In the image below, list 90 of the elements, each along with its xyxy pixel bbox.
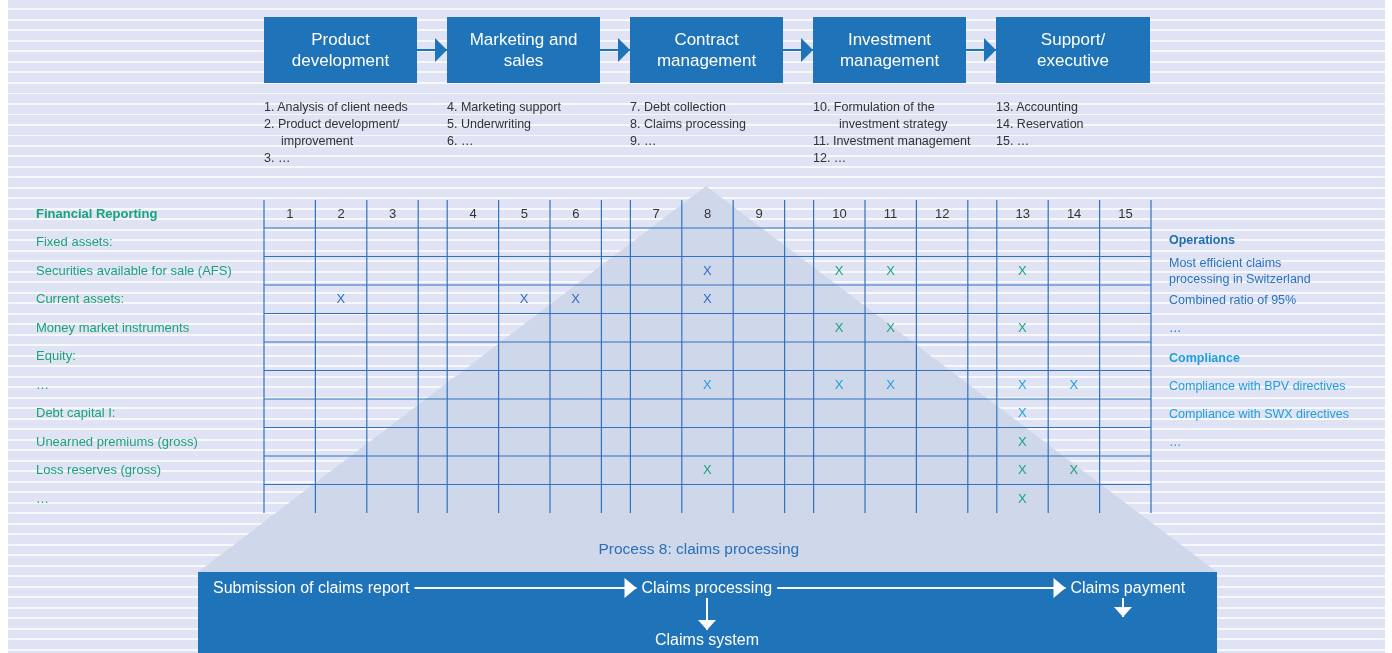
goal-text: Most efficient claims processing in Switzerland [1169, 255, 1312, 287]
check-mark: X [519, 291, 529, 307]
step-list-item: 9. … [630, 133, 658, 150]
column-number: 14 [1066, 206, 1082, 222]
arrow [965, 38, 997, 62]
column-number: 15 [1118, 206, 1133, 222]
table-heading: Financial Reporting [36, 206, 158, 222]
arrow [698, 597, 716, 631]
check-mark: X [1018, 405, 1027, 421]
process-box: Contract management [630, 17, 783, 83]
check-mark: X [886, 262, 895, 279]
step-label: Submission of claims report [208, 578, 415, 598]
column-number: 12 [935, 206, 950, 222]
check-mark: X [1018, 433, 1027, 450]
column-number: 8 [704, 206, 712, 222]
check-mark: X [1069, 462, 1079, 478]
goal-text: Combined ratio of 95% [1169, 292, 1297, 308]
step-label: Claims processing [636, 578, 778, 598]
step-list-item: 8. Claims processing [630, 116, 747, 133]
check-mark: X [571, 291, 580, 307]
check-mark: X [703, 462, 712, 478]
check-mark: X [703, 262, 712, 279]
process-box: Marketing and sales [447, 17, 600, 83]
row-label: Securities available for sale (AFS) [36, 262, 232, 279]
check-mark: X [834, 262, 844, 279]
process-box: Investment management [813, 17, 966, 83]
step-list-item: 12. … [813, 150, 848, 167]
step-list-item: 7. Debt collection [630, 99, 727, 116]
goal-text: Compliance with BPV directives [1169, 378, 1346, 394]
row-label: Equity: [36, 348, 76, 364]
column-number: 13 [1015, 206, 1030, 222]
arrow [776, 578, 1067, 598]
step-label: Claims system [650, 630, 764, 650]
column-number: 5 [520, 206, 529, 222]
step-list-item: 14. Reservation [996, 116, 1085, 133]
step-list-item: 1. Analysis of client needs [264, 99, 409, 116]
column-number: 1 [286, 206, 294, 222]
step-list-item: 10. Formulation of the investment strategy [813, 99, 949, 133]
check-mark: X [1018, 262, 1027, 279]
arrow [782, 38, 814, 62]
step-list-item: 11. Investment management [813, 133, 972, 150]
arrow [416, 38, 448, 62]
section-heading: Process 8: claims processing [598, 541, 800, 557]
arrow [1114, 597, 1132, 618]
check-mark: X [886, 376, 895, 393]
step-list-item: 13. Accounting [996, 99, 1079, 116]
column-number: 3 [389, 206, 397, 222]
check-mark: X [886, 319, 895, 336]
arrow [599, 38, 631, 62]
goal-heading: Operations [1169, 232, 1235, 248]
arrow [413, 578, 638, 598]
step-list-item: 5. Underwriting [447, 116, 533, 133]
goal-text: Compliance with SWX directives [1169, 406, 1349, 422]
row-label: Debt capital I: [36, 405, 116, 421]
column-number: 11 [883, 206, 898, 222]
column-number: 7 [652, 206, 660, 222]
step-list-item: 6. … [447, 133, 475, 150]
goal-text: … [1169, 320, 1182, 336]
check-mark: X [1018, 462, 1027, 478]
check-mark: X [1018, 376, 1027, 393]
row-label: … [36, 376, 49, 393]
step-list-item: 3. … [264, 150, 292, 167]
check-mark: X [703, 376, 712, 393]
goal-text: … [1169, 434, 1182, 450]
check-mark: X [834, 319, 844, 336]
row-label: Current assets: [36, 291, 125, 307]
step-list-item: 15. … [996, 133, 1031, 150]
row-label: Unearned premiums (gross) [36, 433, 198, 450]
check-mark: X [703, 291, 712, 307]
process-box: Product development [264, 17, 417, 83]
row-label: Fixed assets: [36, 234, 113, 250]
process-box: Support/ executive [996, 17, 1150, 83]
step-list-item: 2. Product development/ improvement [264, 116, 401, 150]
row-label: Money market instruments [36, 319, 190, 336]
check-mark: X [834, 376, 844, 393]
goal-heading: Compliance [1169, 350, 1240, 366]
step-list-item: 4. Marketing support [447, 99, 562, 116]
check-mark: X [1069, 376, 1079, 393]
check-mark: X [1018, 490, 1027, 507]
process-bar [198, 572, 1217, 653]
row-label: Loss reserves (gross) [36, 462, 161, 478]
step-label: Claims payment [1065, 578, 1191, 598]
column-number: 6 [572, 206, 580, 222]
column-number: 10 [832, 206, 847, 222]
column-number: 9 [755, 206, 763, 222]
check-mark: X [1018, 319, 1027, 336]
row-label: … [36, 490, 49, 507]
column-number: 2 [337, 206, 345, 222]
check-mark: X [336, 291, 346, 307]
column-number: 4 [469, 206, 477, 222]
